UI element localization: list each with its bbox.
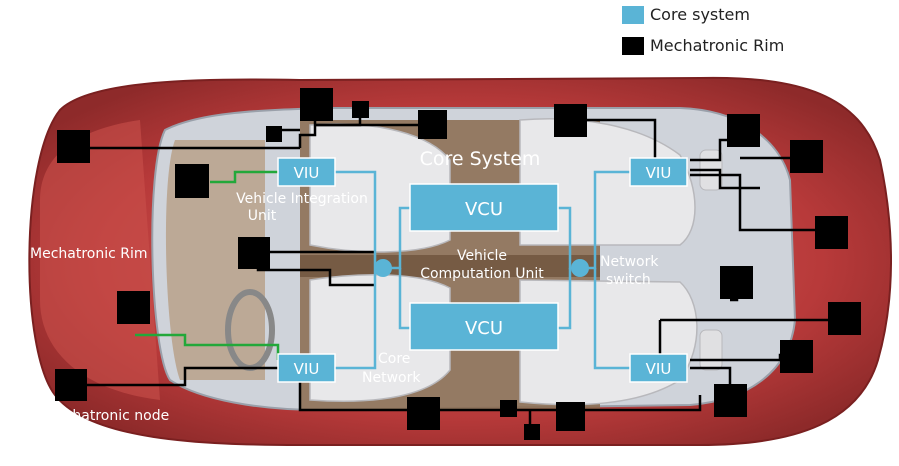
mechatronic-node <box>500 400 517 417</box>
green-wiring <box>135 170 280 360</box>
mechatronic-node <box>55 369 87 401</box>
hood-highlight <box>40 120 160 400</box>
core-network-switch-left <box>374 259 392 277</box>
vcu-caption-line1: Vehicle <box>457 248 507 264</box>
mechatronic-node <box>828 302 861 335</box>
dashboard <box>165 140 265 380</box>
vcu-bottom-label: VCU <box>465 318 503 339</box>
mechatronic-node <box>720 266 753 299</box>
viu-bottom-left: VIU <box>277 353 336 383</box>
mechatronic-node <box>407 397 440 430</box>
mechatronic-node <box>790 140 823 173</box>
vcu-caption-line2: Computation Unit <box>420 266 544 282</box>
vcu-bottom: VCU <box>409 302 559 351</box>
viu-bottom-right-label: VIU <box>646 360 672 378</box>
viu-top-left-label: VIU <box>294 164 320 182</box>
mechatronic-node <box>418 110 447 139</box>
mechatronic-node <box>554 104 587 137</box>
mechatronic-node <box>57 130 90 163</box>
viu-caption-line2: Unit <box>248 208 277 224</box>
mechatronic-node <box>175 164 209 198</box>
viu-top-right: VIU <box>629 157 688 187</box>
mechatronic-node <box>815 216 848 249</box>
mechatronic-node <box>117 291 150 324</box>
mechatronic-node <box>714 384 747 417</box>
vcu-top-label: VCU <box>465 199 503 220</box>
core-network-line1: Core <box>378 351 410 367</box>
mechatronic-node <box>300 88 333 121</box>
vcu-top: VCU <box>409 183 559 232</box>
mechatronic-node <box>524 424 540 440</box>
mechatronic-node <box>727 114 760 147</box>
viu-top-right-label: VIU <box>646 164 672 182</box>
legend-core-label: Core system <box>650 5 750 24</box>
legend-rim-label: Mechatronic Rim <box>650 36 785 55</box>
core-system-title: Core System <box>420 148 541 170</box>
viu-top-left: VIU <box>277 157 336 187</box>
mechatronic-node <box>352 101 369 118</box>
mechatronic-rim-label: Mechatronic Rim <box>30 246 148 262</box>
mechatronic-node <box>238 237 270 269</box>
mechatronic-rim-swatch <box>622 36 644 55</box>
viu-bottom-right: VIU <box>629 353 688 383</box>
mechatronic-nodes <box>55 88 861 440</box>
legend-core-system: Core system <box>622 5 750 24</box>
mechatronic-node <box>556 402 585 431</box>
network-switch-line2: switch <box>606 272 651 288</box>
mechatronic-node <box>780 340 813 373</box>
legend-mechatronic-rim: Mechatronic Rim <box>622 36 784 55</box>
core-network-line2: Network <box>362 370 421 386</box>
mechatronic-node-label: Mechatronic node <box>44 408 169 424</box>
viu-caption-line1: Vehicle Integration <box>236 191 368 207</box>
network-switch-line1: Network <box>600 254 659 270</box>
viu-bottom-left-label: VIU <box>294 360 320 378</box>
core-system-swatch <box>622 5 644 24</box>
mechatronic-node <box>266 126 282 142</box>
network-switch-right <box>571 259 589 277</box>
